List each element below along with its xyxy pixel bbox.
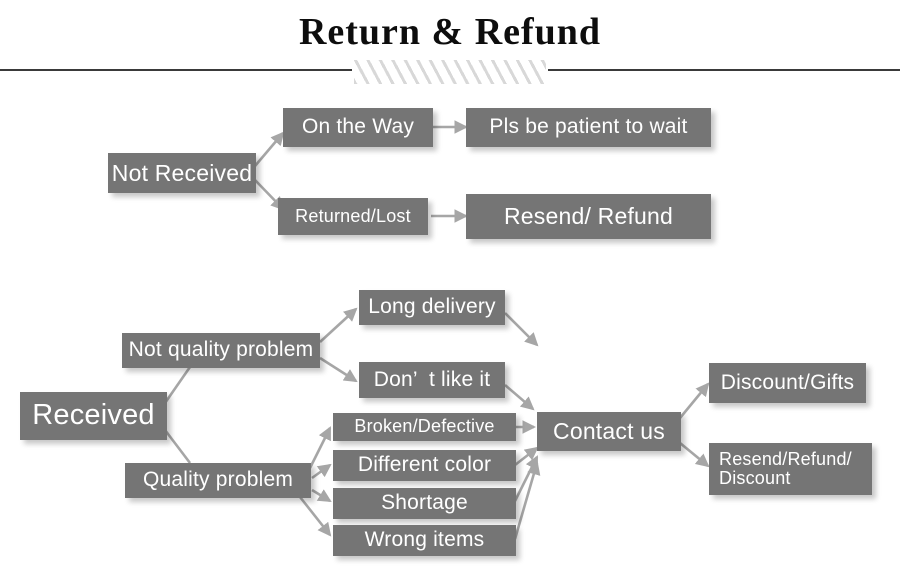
node-resend-refund[interactable]: Resend/ Refund [466, 194, 711, 239]
node-not-received[interactable]: Not Received [108, 153, 256, 193]
node-pls-be-patient[interactable]: Pls be patient to wait [466, 108, 711, 147]
link-shortage-contact [513, 455, 539, 502]
link-quality-shortage [311, 488, 332, 503]
divider-rule-left [0, 69, 352, 71]
link-contact-resendrefund [679, 441, 710, 468]
diagonal-hatch-icon [354, 60, 546, 84]
link-notreceived-ontheway [254, 131, 285, 167]
node-different-color[interactable]: Different color [333, 450, 516, 481]
node-resend-refund-discount[interactable]: Resend/Refund/ Discount [709, 443, 872, 495]
node-long-delivery[interactable]: Long delivery [359, 290, 505, 325]
node-contact-us[interactable]: Contact us [537, 412, 681, 451]
node-received[interactable]: Received [20, 392, 167, 440]
node-dont-like-it[interactable]: Don’ t like it [359, 362, 505, 398]
link-received-quality [163, 429, 192, 464]
node-broken-defective[interactable]: Broken/Defective [333, 413, 516, 441]
node-returned-lost[interactable]: Returned/Lost [278, 198, 428, 235]
node-quality-problem[interactable]: Quality problem [125, 463, 311, 498]
node-not-quality-problem[interactable]: Not quality problem [122, 333, 320, 368]
link-dontlike-contact [504, 384, 535, 411]
node-shortage[interactable]: Shortage [333, 488, 516, 519]
decorative-divider [0, 60, 900, 84]
link-longdelivery-contact [504, 312, 539, 347]
link-contact-discountgifts [678, 382, 710, 419]
link-color-contact [514, 446, 539, 467]
node-discount-gifts[interactable]: Discount/Gifts [709, 363, 866, 403]
link-notquality-longdelivery [319, 307, 358, 343]
link-wrongitems-contact [513, 461, 541, 540]
link-notquality-dontlike [319, 356, 358, 383]
link-quality-wrongitems [298, 496, 332, 537]
link-received-notquality [163, 366, 192, 404]
node-on-the-way[interactable]: On the Way [283, 108, 433, 147]
node-wrong-items[interactable]: Wrong items [333, 525, 516, 556]
divider-rule-right [548, 69, 900, 71]
link-quality-broken [308, 426, 332, 469]
link-quality-color [311, 463, 332, 480]
page-title: Return & Refund [298, 11, 602, 53]
